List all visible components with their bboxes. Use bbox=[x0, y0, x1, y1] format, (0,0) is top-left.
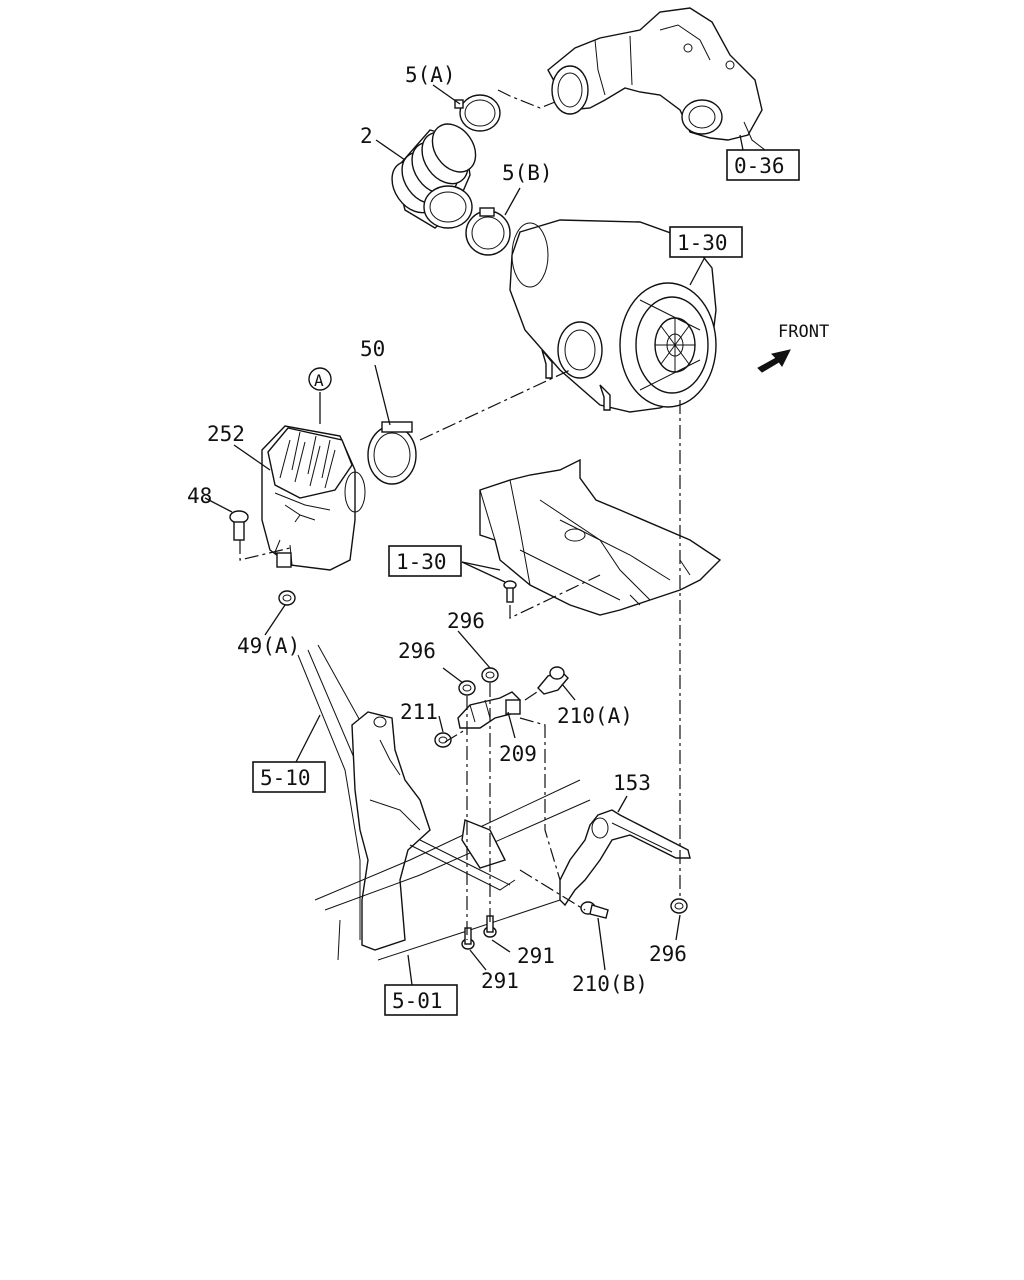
callout-5a: 5(A) bbox=[405, 63, 456, 87]
callout-a-circle bbox=[308, 367, 332, 391]
nut-296-c bbox=[670, 898, 688, 914]
air-cleaner bbox=[509, 219, 717, 413]
intake-duct-252 bbox=[261, 425, 366, 571]
intake-hose-2 bbox=[391, 123, 477, 229]
ref-box-0-36 bbox=[726, 149, 800, 181]
callout-a: A bbox=[314, 371, 324, 390]
callout-291-right: 291 bbox=[517, 944, 555, 968]
callout-210a: 210(A) bbox=[557, 704, 633, 728]
assembly-lines bbox=[239, 89, 681, 940]
front-arrow-icon bbox=[757, 349, 791, 373]
ref-5-10: 5-10 bbox=[260, 766, 311, 790]
ref-5-01: 5-01 bbox=[392, 989, 443, 1013]
callout-210b: 210(B) bbox=[572, 972, 648, 996]
callout-296-bottom: 296 bbox=[649, 942, 687, 966]
clamp-50 bbox=[367, 421, 417, 485]
bracket-209 bbox=[457, 691, 521, 729]
callout-49a: 49(A) bbox=[237, 634, 300, 658]
ref-box-5-01 bbox=[384, 984, 458, 1016]
callout-48: 48 bbox=[187, 484, 212, 508]
bolt-291-b bbox=[483, 915, 497, 938]
callout-296-top: 296 bbox=[447, 609, 485, 633]
ref-box-1-30-mid bbox=[388, 545, 462, 577]
ref-box-5-10 bbox=[252, 761, 326, 793]
bolt-48 bbox=[229, 510, 249, 541]
callout-5b: 5(B) bbox=[502, 161, 553, 185]
bolt-210b bbox=[580, 901, 609, 919]
ref-1-30-mid: 1-30 bbox=[396, 550, 447, 574]
callout-153: 153 bbox=[613, 771, 651, 795]
callout-252: 252 bbox=[207, 422, 245, 446]
callout-50: 50 bbox=[360, 337, 385, 361]
bolt-291-a bbox=[461, 927, 475, 950]
callout-209: 209 bbox=[499, 742, 537, 766]
clamp-5a bbox=[454, 94, 501, 132]
bracket-153 bbox=[559, 809, 691, 907]
chassis-frame bbox=[297, 644, 591, 961]
ref-0-36: 0-36 bbox=[734, 154, 785, 178]
nut-49a bbox=[278, 590, 296, 606]
clamp-5b bbox=[465, 207, 511, 256]
callout-291-left: 291 bbox=[481, 969, 519, 993]
nut-296-b bbox=[481, 667, 499, 683]
ref-box-1-30-top bbox=[669, 226, 743, 258]
callout-296-left: 296 bbox=[398, 639, 436, 663]
callout-211: 211 bbox=[400, 700, 438, 724]
bolt-210a bbox=[537, 666, 569, 695]
nut-296-a bbox=[458, 680, 476, 696]
front-label: FRONT bbox=[778, 322, 829, 342]
callout-2: 2 bbox=[360, 124, 373, 148]
turbo-intake-pipe bbox=[547, 7, 796, 153]
ref-1-30-top: 1-30 bbox=[677, 231, 728, 255]
nut-211 bbox=[434, 732, 452, 748]
mounting-bracket bbox=[479, 458, 722, 616]
